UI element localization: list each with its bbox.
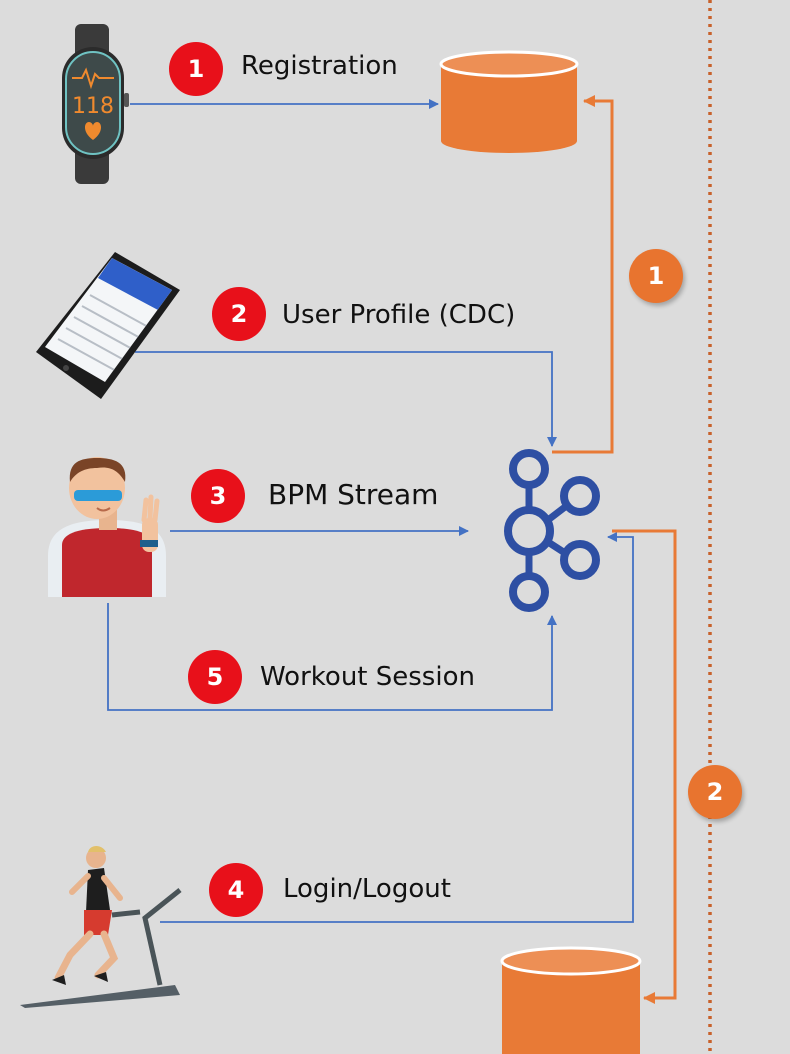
label-login-logout: Login/Logout — [283, 874, 451, 904]
flow-line-login-logout — [160, 532, 634, 923]
treadmill-runner-icon — [20, 846, 182, 1008]
stage-badge-1: 1 — [629, 249, 683, 303]
label-workout-session: Workout Session — [260, 662, 475, 692]
step-badge-user-profile: 2 — [212, 287, 266, 341]
step-badge-workout-session: 5 — [188, 650, 242, 704]
kafka-hub-icon — [504, 449, 600, 612]
step-badge-bpm-stream: 3 — [191, 469, 245, 523]
orange-flow-kafka-to-db — [552, 95, 614, 454]
user-avatar-icon — [48, 457, 166, 597]
step-badge-registration: 1 — [169, 42, 223, 96]
label-user-profile: User Profile (CDC) — [282, 300, 516, 330]
stage-badge-2: 2 — [688, 765, 742, 819]
orange-flow-kafka-to-bottom-db — [612, 529, 677, 1004]
label-bpm-stream: BPM Stream — [268, 478, 439, 511]
bottom-database-icon — [500, 946, 642, 1054]
top-database-icon — [439, 50, 579, 153]
flow-line-user-profile — [135, 351, 557, 447]
watch-reading: 118 — [72, 94, 114, 119]
flow-line-workout-session — [107, 603, 557, 711]
step-badge-login-logout: 4 — [209, 863, 263, 917]
label-registration: Registration — [241, 51, 398, 81]
smartphone-icon — [36, 252, 180, 399]
smartwatch-icon: 118 — [62, 24, 129, 184]
